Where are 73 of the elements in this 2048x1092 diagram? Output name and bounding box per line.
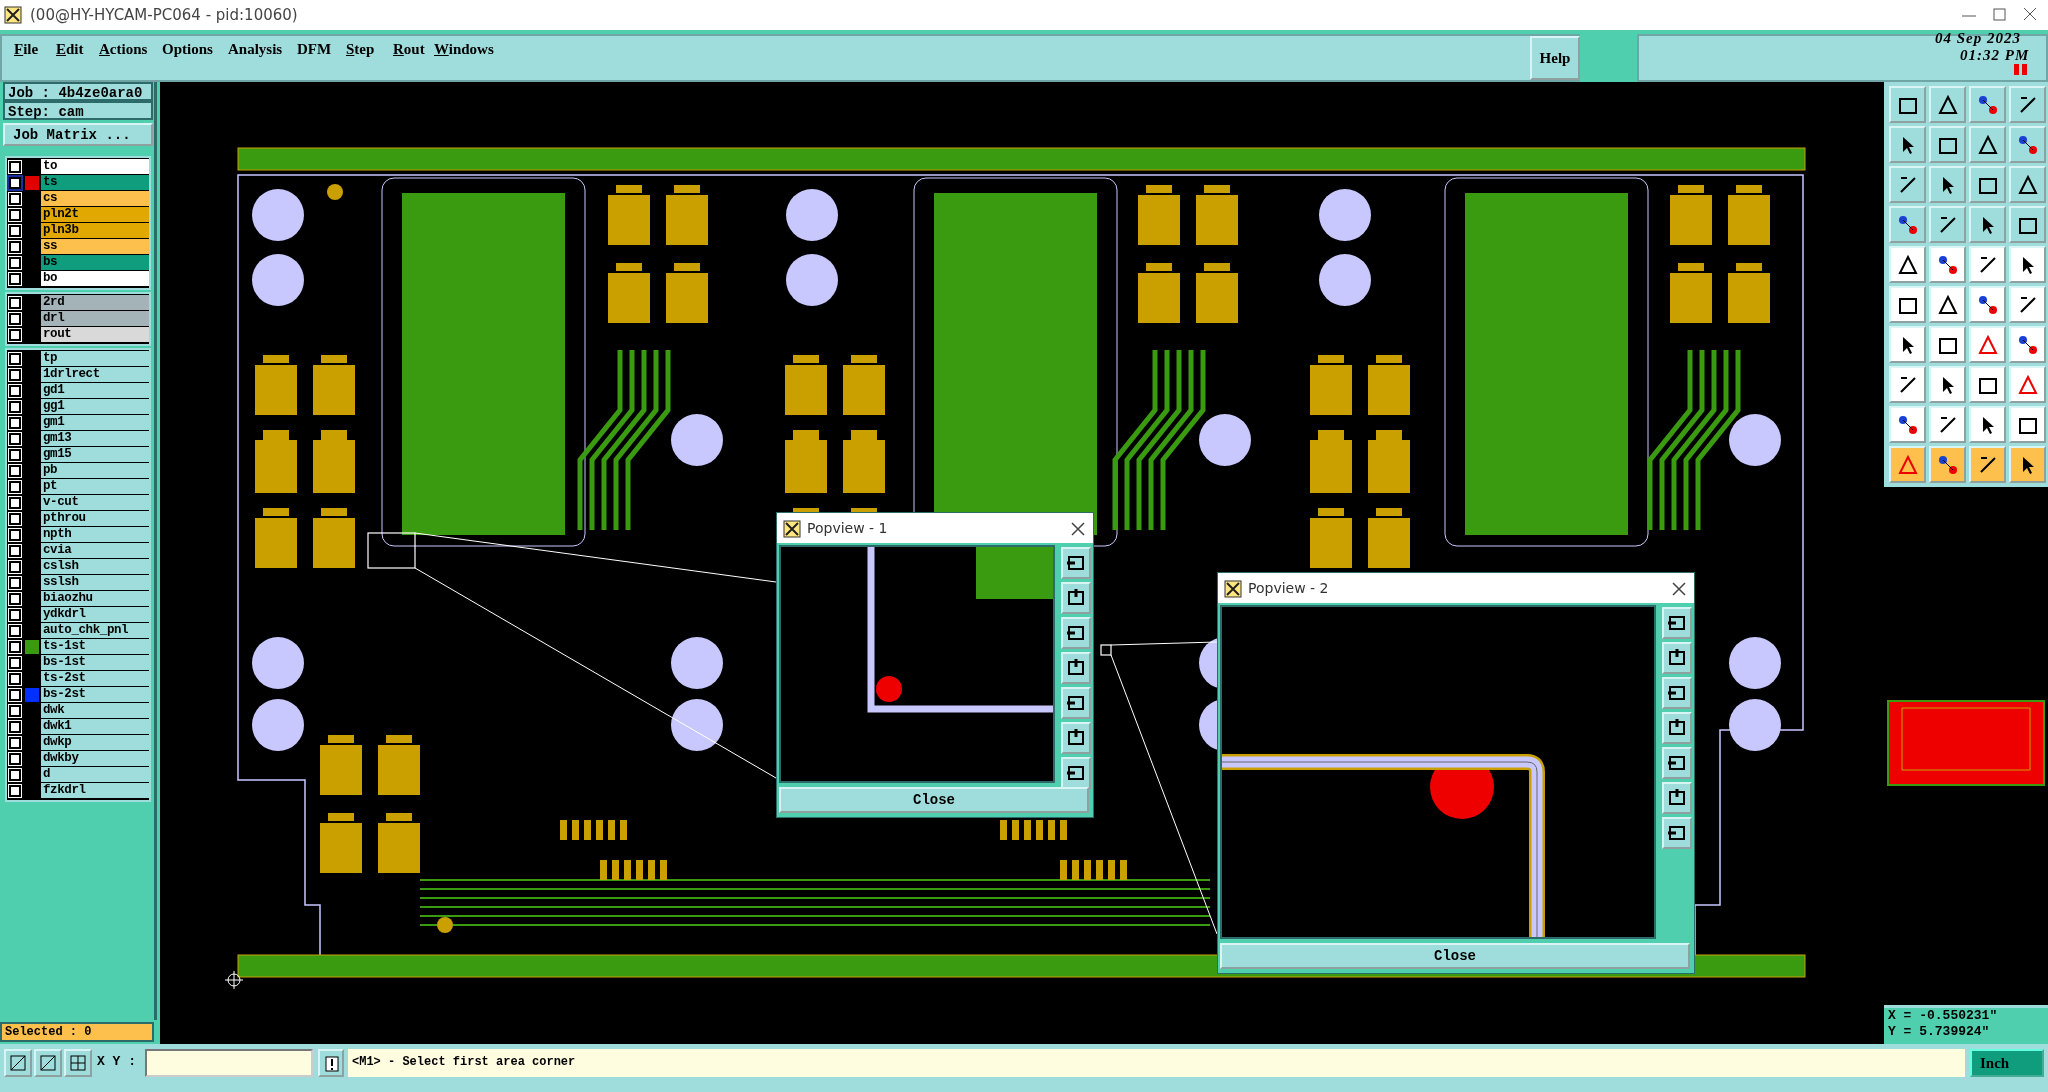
layer-name: sslsh <box>41 575 149 590</box>
popup-window <box>1217 572 1695 974</box>
layer-name: gm13 <box>41 431 149 446</box>
layer-name: biaozhu <box>41 591 149 606</box>
date-text: 04 Sep 2023 <box>1935 30 2021 47</box>
menu-item: Edit <box>56 41 84 58</box>
menu-item: Options <box>162 41 213 58</box>
unit-selector: Inch <box>1970 1049 2044 1077</box>
layer-name: bs <box>41 255 149 270</box>
layer-name: pt <box>41 479 149 494</box>
layer-name: pln3b <box>41 223 149 238</box>
layer-name: gm15 <box>41 447 149 462</box>
close-button: Close <box>1220 943 1690 969</box>
layer-name: to <box>41 159 149 174</box>
layer-name: fzkdrl <box>41 783 149 798</box>
selected-count: Selected : 0 <box>0 1022 154 1042</box>
layer-name: cs <box>41 191 149 206</box>
close-button: Close <box>779 787 1089 813</box>
layer-name: 2rd <box>41 295 149 310</box>
layer-name: 1drlrect <box>41 367 149 382</box>
window-title: Popview - 1 <box>807 520 888 536</box>
layer-name: dwk1 <box>41 719 149 734</box>
layer-name: bo <box>41 271 149 286</box>
layer-name: ss <box>41 239 149 254</box>
layer-name: pthrou <box>41 511 149 526</box>
zoom-line <box>414 567 777 779</box>
menu-item: Analysis <box>228 41 283 58</box>
layer-name: ts-2st <box>41 671 149 686</box>
y-coordinate: Y = 5.739924" <box>1888 1024 1990 1039</box>
layer-name: d <box>41 767 149 782</box>
job-matrix-button: Job Matrix ... <box>3 123 153 146</box>
xy-label: X Y : <box>97 1054 136 1069</box>
zoom-line <box>1110 641 1218 646</box>
prompt-message: <M1> - Select first area corner <box>348 1049 1965 1077</box>
layer-name: gd1 <box>41 383 149 398</box>
layer-name: drl <box>41 311 149 326</box>
window-title: Popview - 2 <box>1248 580 1329 596</box>
menu-item: Windows <box>434 41 494 58</box>
zoom-line <box>414 532 777 583</box>
menu-item: Rout <box>393 41 425 58</box>
menu-item: Actions <box>99 41 148 58</box>
menu-item: File <box>14 41 39 58</box>
menu-item: Step <box>346 41 375 58</box>
popup-window <box>776 512 1094 818</box>
window-title: (00@HY-HYCAM-PC064 - pid:10060) <box>30 6 298 24</box>
x-coordinate: X = -0.550231" <box>1888 1008 1998 1023</box>
layer-name: npth <box>41 527 149 542</box>
layer-name: auto_chk_pnl <box>41 623 149 638</box>
layer-name: gg1 <box>41 399 149 414</box>
menu-item: DFM <box>297 41 332 58</box>
layer-name: cvia <box>41 543 149 558</box>
layer-name: bs-1st <box>41 655 149 670</box>
layer-name: ts-1st <box>41 639 149 654</box>
time-text: 01:32 PM <box>1960 47 2030 64</box>
layer-name: dwkby <box>41 751 149 766</box>
layer-name: pln2t <box>41 207 149 222</box>
help-button: Help <box>1530 36 1580 80</box>
layer-name: gm1 <box>41 415 149 430</box>
zoom-region-marker <box>367 532 416 569</box>
layer-name: ydkdrl <box>41 607 149 622</box>
layer-name: dwkp <box>41 735 149 750</box>
job-field: Job : 4b4ze0ara0 <box>3 82 153 101</box>
layer-name: pb <box>41 463 149 478</box>
step-field: Step: cam <box>3 101 153 120</box>
zoom-region-marker <box>1100 644 1112 656</box>
zoom-line <box>1110 654 1218 935</box>
layer-name: ts <box>41 175 149 190</box>
layer-name: bs-2st <box>41 687 149 702</box>
layer-name: cslsh <box>41 559 149 574</box>
layer-name: dwk <box>41 703 149 718</box>
layer-name: v-cut <box>41 495 149 510</box>
layer-name: rout <box>41 327 149 342</box>
layer-name: tp <box>41 351 149 366</box>
